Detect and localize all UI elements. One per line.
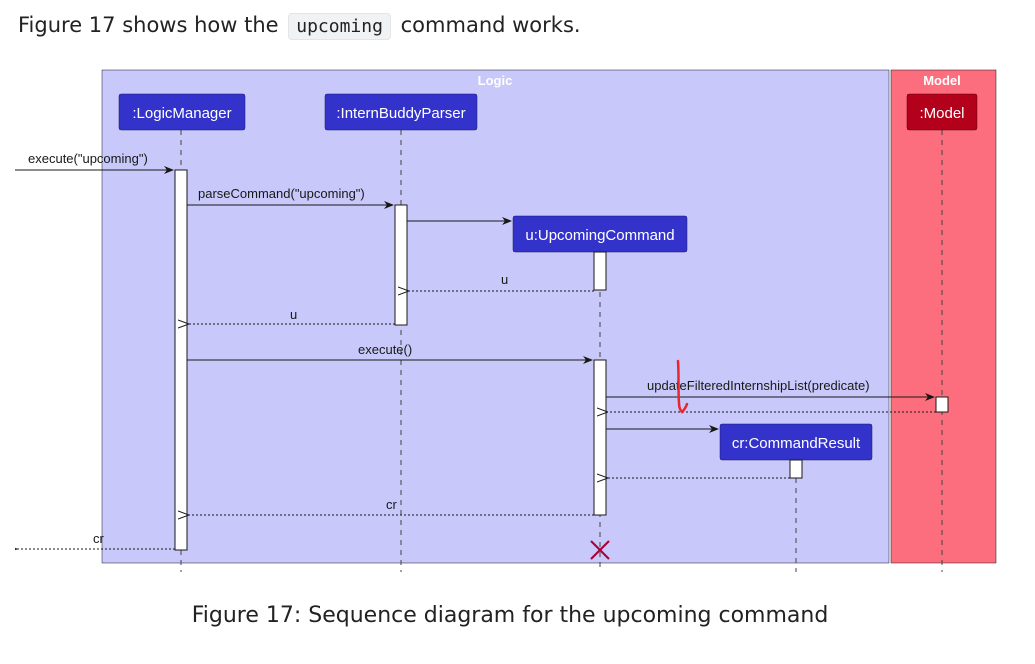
- model-box: [890, 69, 997, 564]
- participant-logic-manager: [118, 93, 246, 131]
- red-annotation-arrow-icon: [676, 359, 689, 414]
- message-execute-upcoming-label: execute("upcoming"): [28, 151, 148, 166]
- intro-paragraph: Figure 17 shows how the upcoming command…: [18, 11, 581, 41]
- participant-upcoming-command-label: u:UpcomingCommand: [525, 227, 674, 244]
- model-box-title: Model: [923, 73, 961, 88]
- participant-parser: [324, 93, 478, 131]
- activation-upcoming-command: [593, 359, 607, 516]
- participant-model: [906, 93, 978, 131]
- destroy-mark-icon: [590, 540, 610, 560]
- inline-code-upcoming: upcoming: [288, 13, 391, 40]
- intro-text-after: command works.: [400, 13, 581, 37]
- message-return-cr-to-caller-label: cr: [93, 531, 105, 546]
- activation-command-result: [789, 459, 803, 479]
- sequence-diagram: Logic Model :LogicManager :InternBuddyPa…: [15, 62, 1005, 576]
- intro-text-before: Figure 17 shows how the: [18, 13, 279, 37]
- logic-box: [101, 69, 890, 564]
- participant-model-label: :Model: [919, 105, 964, 122]
- message-return-u-to-manager-label: u: [290, 307, 297, 322]
- figure-caption: Figure 17: Sequence diagram for the upco…: [191, 603, 829, 628]
- message-update-filtered-label: updateFilteredInternshipList(predicate): [647, 378, 870, 393]
- participant-logic-manager-label: :LogicManager: [132, 105, 231, 122]
- activation-upcoming-command-init: [593, 251, 607, 291]
- message-return-u-to-parser-label: u: [501, 272, 508, 287]
- activation-parser: [394, 204, 408, 326]
- message-execute-label: execute(): [358, 342, 412, 357]
- logic-box-title: Logic: [478, 73, 513, 88]
- participant-parser-label: :InternBuddyParser: [336, 105, 465, 122]
- activation-model: [935, 396, 949, 413]
- participant-command-result-label: cr:CommandResult: [732, 435, 861, 452]
- message-parse-command-label: parseCommand("upcoming"): [198, 186, 365, 201]
- activation-logic-manager: [174, 169, 188, 551]
- message-return-cr-to-manager-label: cr: [386, 497, 398, 512]
